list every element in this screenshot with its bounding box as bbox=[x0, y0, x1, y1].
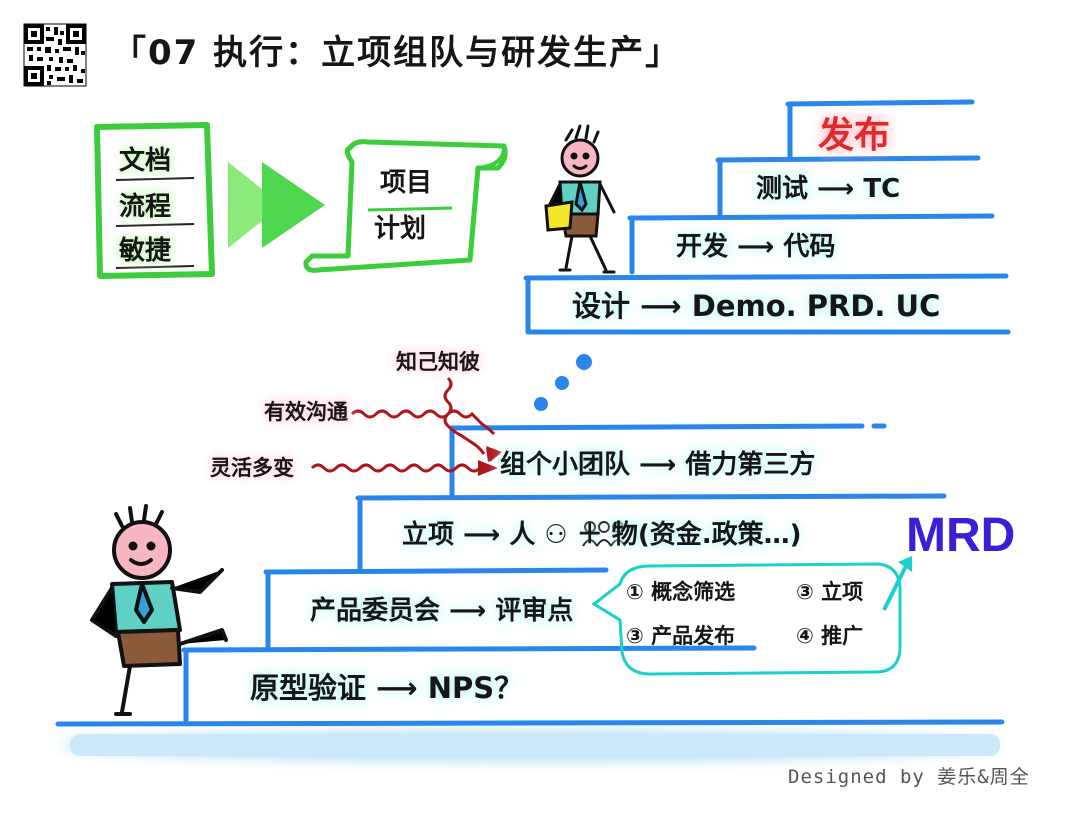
step-test: 测试 ⟶ TC bbox=[756, 174, 901, 204]
wavy-arrows bbox=[310, 376, 496, 473]
step-design: 设计 ⟶ Demo. PRD. UC bbox=[572, 289, 941, 323]
upper-staircase bbox=[523, 99, 1011, 335]
thought-dots bbox=[534, 354, 592, 411]
step-committee: 产品委员会 ⟶ 评审点 bbox=[310, 596, 574, 626]
review-point-launch: ③ 产品发布 bbox=[626, 624, 736, 648]
step-prototype: 原型验证 ⟶ NPS？ bbox=[250, 671, 524, 705]
arrow-right-icon bbox=[228, 162, 325, 248]
scroll-icon bbox=[303, 139, 508, 273]
lower-staircase bbox=[55, 423, 1005, 727]
wavy-arrowheads bbox=[478, 446, 502, 476]
note-know: 知己知彼 bbox=[396, 350, 480, 374]
step-dev: 开发 ⟶ 代码 bbox=[676, 232, 836, 262]
review-point-project: ③ 立项 bbox=[796, 580, 864, 604]
box-item-docs: 文档 bbox=[119, 146, 172, 176]
scroll-line-2: 计划 bbox=[374, 214, 427, 244]
review-point-promote: ④ 推广 bbox=[796, 624, 864, 648]
step-project: 立项 ⟶ 人 ⚇ ＋ 物(资金.政策…) bbox=[402, 520, 802, 550]
note-communicate: 有效沟通 bbox=[264, 400, 348, 424]
methods-box bbox=[94, 122, 215, 279]
credit-text: Designed by 姜乐&周全 bbox=[788, 766, 1030, 788]
stick-figure-icon bbox=[90, 504, 228, 716]
ground-band bbox=[70, 734, 1000, 756]
review-point-concept: ① 概念筛选 bbox=[626, 580, 736, 604]
note-flexible: 灵活多变 bbox=[210, 456, 294, 480]
box-item-process: 流程 bbox=[119, 192, 172, 222]
page-title: 「07 执行：立项组队与研发生产」 bbox=[112, 33, 682, 73]
scroll-line-1: 项目 bbox=[380, 168, 433, 198]
review-bubble bbox=[591, 562, 902, 676]
mrd-arrow bbox=[882, 565, 908, 611]
stick-figure-icon bbox=[544, 124, 616, 274]
people-icon bbox=[582, 521, 626, 547]
qr-code-icon bbox=[23, 23, 87, 87]
step-release: 发布 bbox=[818, 115, 891, 156]
box-item-agile: 敏捷 bbox=[119, 236, 172, 266]
step-team: 组个小团队 ⟶ 借力第三方 bbox=[500, 450, 816, 480]
mrd-label: MRD bbox=[906, 509, 1016, 562]
